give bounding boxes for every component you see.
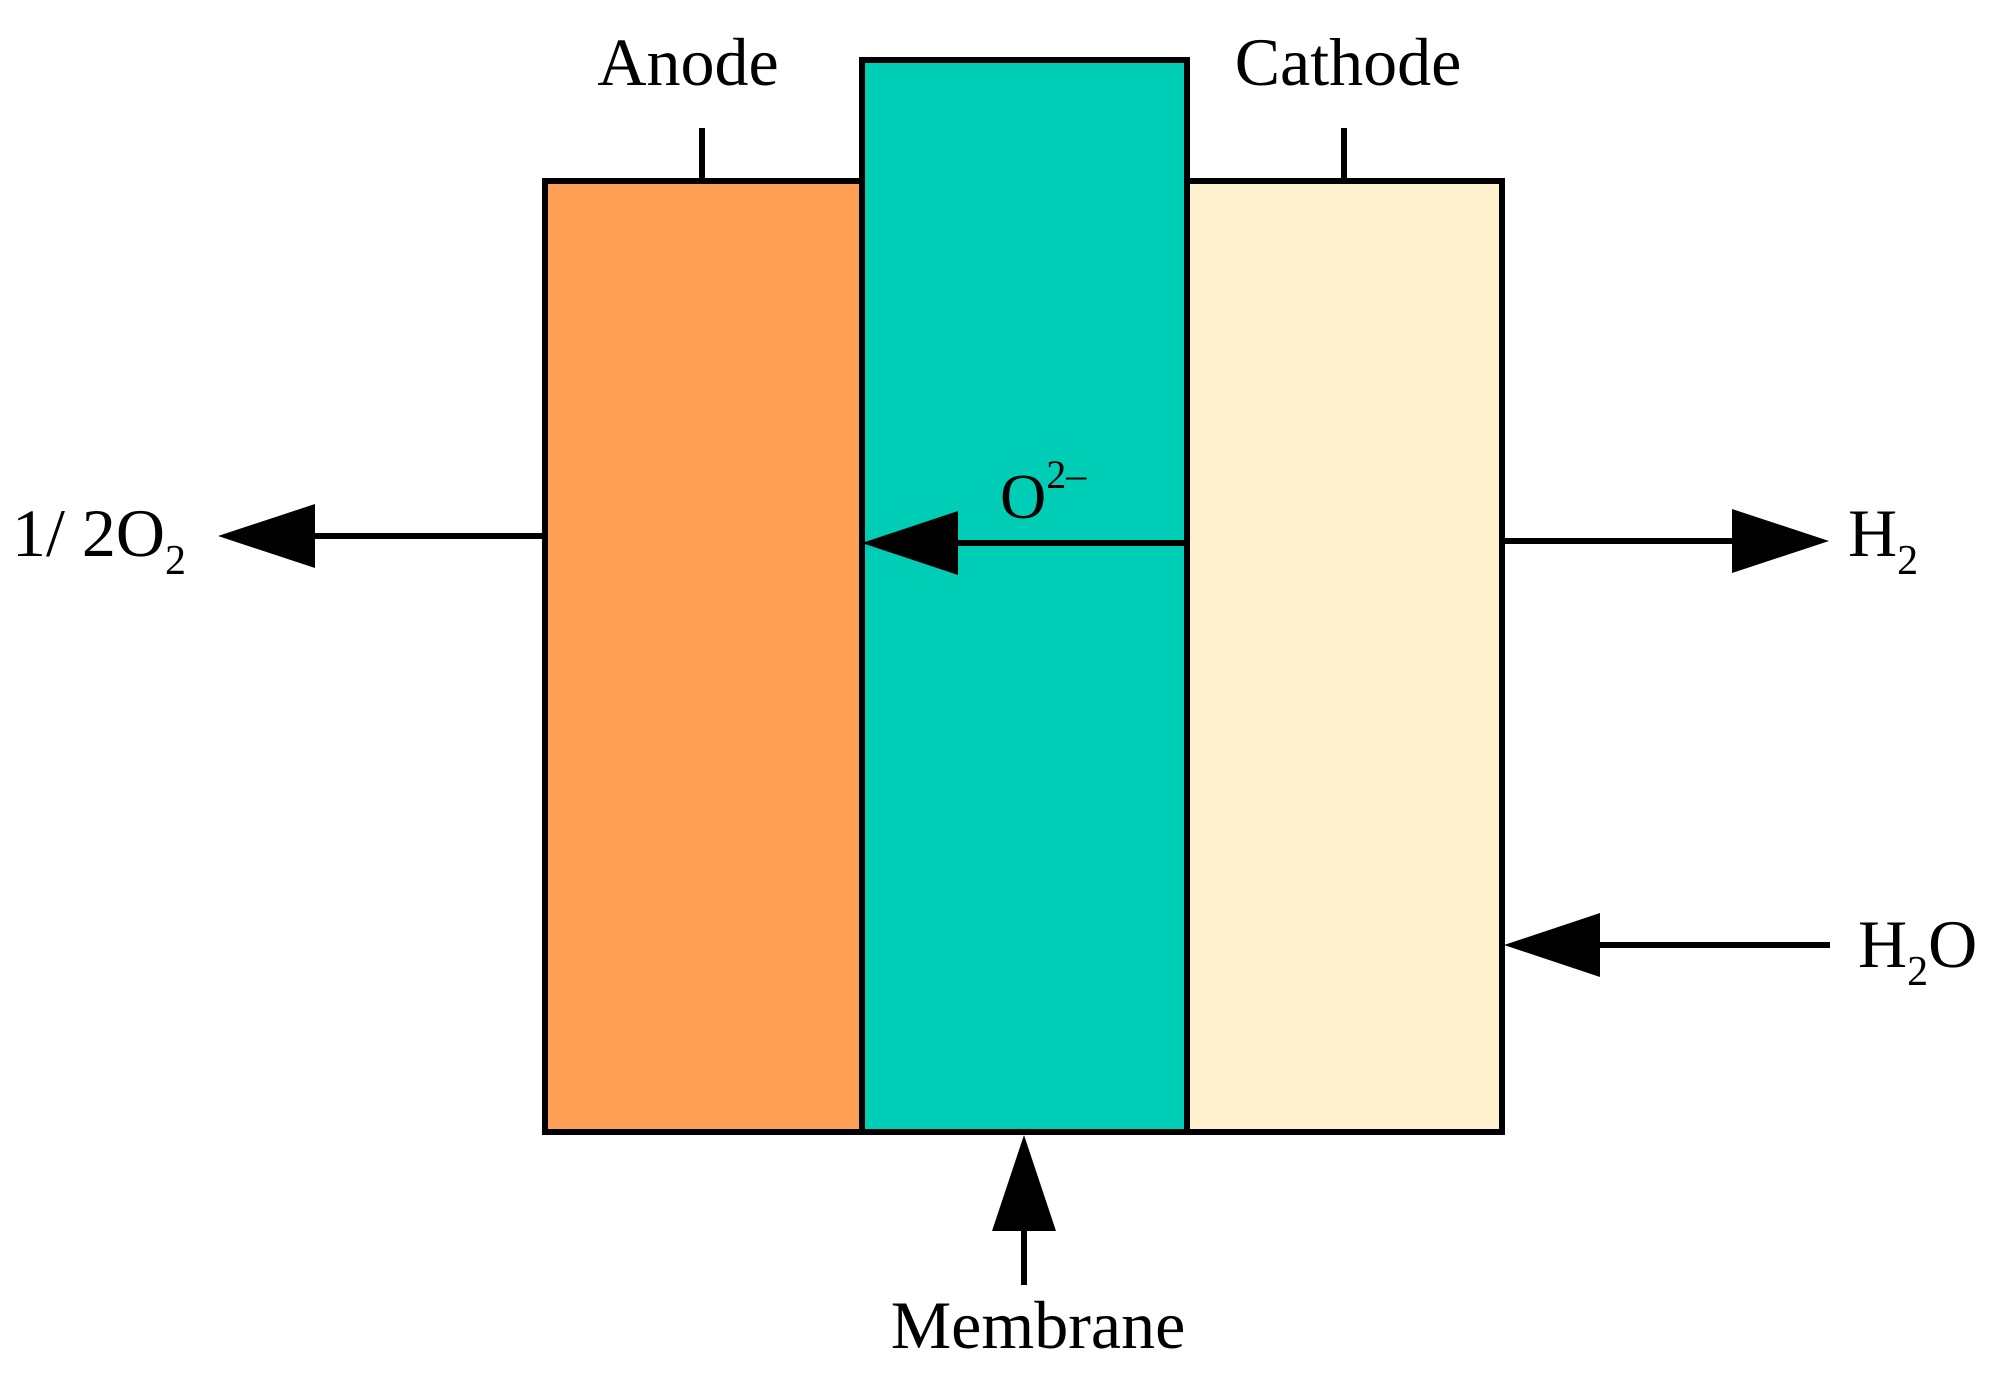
oxide-ion-arrow: [862, 511, 1187, 575]
oxide-ion-base: O: [1000, 461, 1046, 532]
membrane-block: [859, 57, 1190, 1135]
oxygen-output-arrow: [218, 504, 545, 568]
oxide-ion-charge: 2–: [1046, 452, 1087, 497]
water-input-arrow: [1504, 913, 1830, 977]
anode-label: Anode: [597, 24, 778, 100]
cathode-block: [1184, 178, 1505, 1135]
cathode-label: Cathode: [1235, 24, 1462, 100]
membrane-pointer-arrow: [992, 1135, 1056, 1285]
water-input-suffix: O: [1928, 906, 1977, 982]
hydrogen-output-subscript: 2: [1897, 538, 1918, 584]
oxide-ion-label: O2–: [1000, 452, 1087, 532]
water-input-base: H: [1858, 906, 1907, 982]
hydrogen-output-arrow: [1502, 509, 1829, 573]
oxygen-output-prefix: 1/ 2O: [12, 495, 165, 571]
anode-block: [542, 178, 865, 1135]
water-input-subscript: 2: [1907, 949, 1928, 995]
oxygen-output-label: 1/ 2O2: [12, 495, 186, 584]
water-input-label: H2O: [1858, 906, 1977, 995]
membrane-label: Membrane: [891, 1287, 1186, 1363]
hydrogen-output-base: H: [1848, 495, 1897, 571]
hydrogen-output-label: H2: [1848, 495, 1918, 584]
oxygen-output-subscript: 2: [165, 538, 186, 584]
